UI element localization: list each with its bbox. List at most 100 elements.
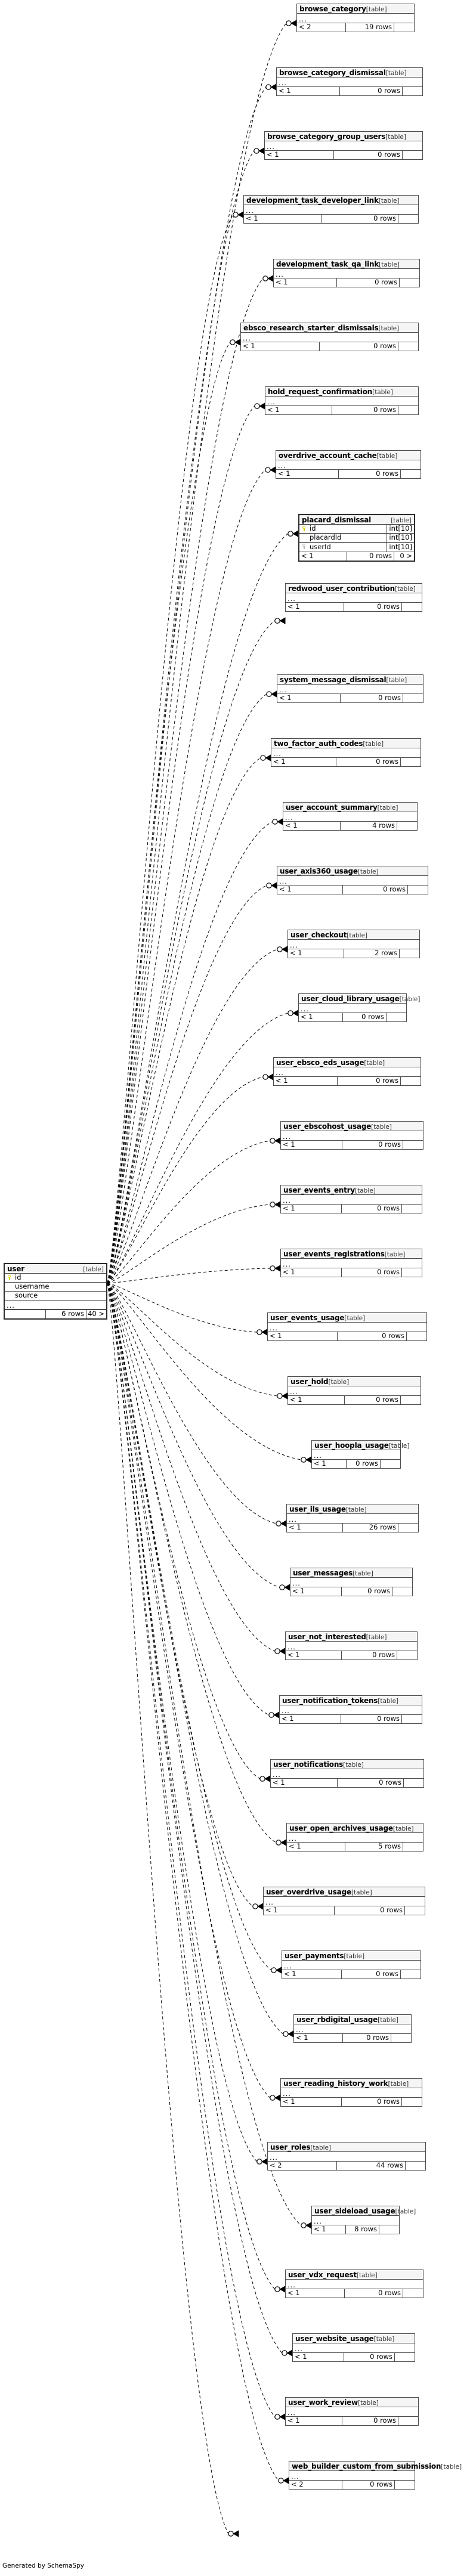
- child-relation-count: [400, 758, 421, 766]
- table-header: user_messages[table]: [290, 1568, 412, 1578]
- more-columns-ellipsis: ...: [5, 1301, 106, 1309]
- parent-relation-count: < 1: [283, 2098, 295, 2106]
- parent-relation-count: < 1: [289, 1524, 301, 1532]
- parent-relation-count: < 1: [243, 342, 255, 351]
- row-count: 2 rows: [343, 949, 400, 958]
- table-node-development-task-developer-link[interactable]: development_task_developer_link[table]..…: [243, 195, 419, 224]
- table-header: user_account_summary[table]: [283, 803, 417, 812]
- more-columns-ellipsis: ...: [292, 1578, 301, 1587]
- relationship-edge: [107, 466, 276, 1284]
- table-name: user_ebscohost_usage: [283, 1122, 372, 1131]
- child-relation-count: [405, 2162, 425, 2170]
- table-header: user_events_registrations[table]: [281, 1249, 422, 1259]
- parent-relation-count: < 1: [267, 406, 280, 414]
- row-count: 0 rows: [344, 1396, 401, 1404]
- table-header: user_ils_usage[table]: [287, 1504, 418, 1514]
- table-column-row[interactable]: id: [5, 1274, 106, 1283]
- parent-relation-count: < 1: [289, 1843, 301, 1851]
- table-header: user_ebsco_eds_usage[table]: [274, 1058, 421, 1067]
- table-kind-label: [table]: [364, 1060, 385, 1067]
- table-header: user_sideload_usage[table]: [312, 2206, 416, 2216]
- table-columns: ...: [312, 1450, 400, 1459]
- table-header: development_task_qa_link[table]: [274, 259, 419, 269]
- table-column-row[interactable]: source: [5, 1292, 106, 1301]
- table-node-ebsco-research-starter-dismissals[interactable]: ebsco_research_starter_dismissals[table]…: [240, 323, 419, 351]
- table-columns: ...: [277, 685, 423, 693]
- relationship-edge: [107, 1283, 282, 1974]
- more-columns-ellipsis: ...: [314, 1451, 322, 1460]
- table-name: browse_category: [299, 5, 366, 13]
- parent-relation-count: < 1: [287, 2289, 300, 2298]
- table-kind-label: [table]: [378, 325, 400, 332]
- table-header: user_axis360_usage[table]: [277, 866, 428, 876]
- table-name: web_builder_custom_from_submission: [292, 2462, 441, 2470]
- table-column-row[interactable]: username: [5, 1283, 106, 1292]
- child-relation-count: [398, 342, 418, 351]
- table-node-user[interactable]: user [table] id username source ... 6 ro…: [4, 1263, 107, 1320]
- table-columns: ...: [282, 1961, 421, 1970]
- row-count: 0 rows: [341, 1141, 403, 1149]
- table-name: user_notification_tokens: [282, 1696, 378, 1705]
- row-count: 0 rows: [346, 552, 394, 561]
- child-relation-count: [403, 2289, 423, 2298]
- child-relation-count: [401, 1268, 422, 1277]
- more-columns-ellipsis: ...: [285, 813, 293, 822]
- relationship-edge: [107, 147, 265, 1284]
- parent-relation-count: < 1: [267, 151, 279, 159]
- table-node-browse-category-group-users[interactable]: browse_category_group_users[table]...< 1…: [264, 131, 423, 160]
- parent-relation-count: < 1: [301, 552, 314, 561]
- more-columns-ellipsis: ...: [279, 78, 287, 87]
- child-relation-count: [394, 23, 414, 32]
- row-count: 0 rows: [343, 603, 402, 611]
- table-name: user_roles: [270, 2143, 311, 2151]
- relationship-edge: [107, 1137, 281, 1284]
- relationship-edge: [107, 1283, 286, 2420]
- table-node-web-builder-custom-from-submission[interactable]: web_builder_custom_from_submission[table…: [289, 2461, 462, 2490]
- table-kind-label: [table]: [395, 2208, 416, 2215]
